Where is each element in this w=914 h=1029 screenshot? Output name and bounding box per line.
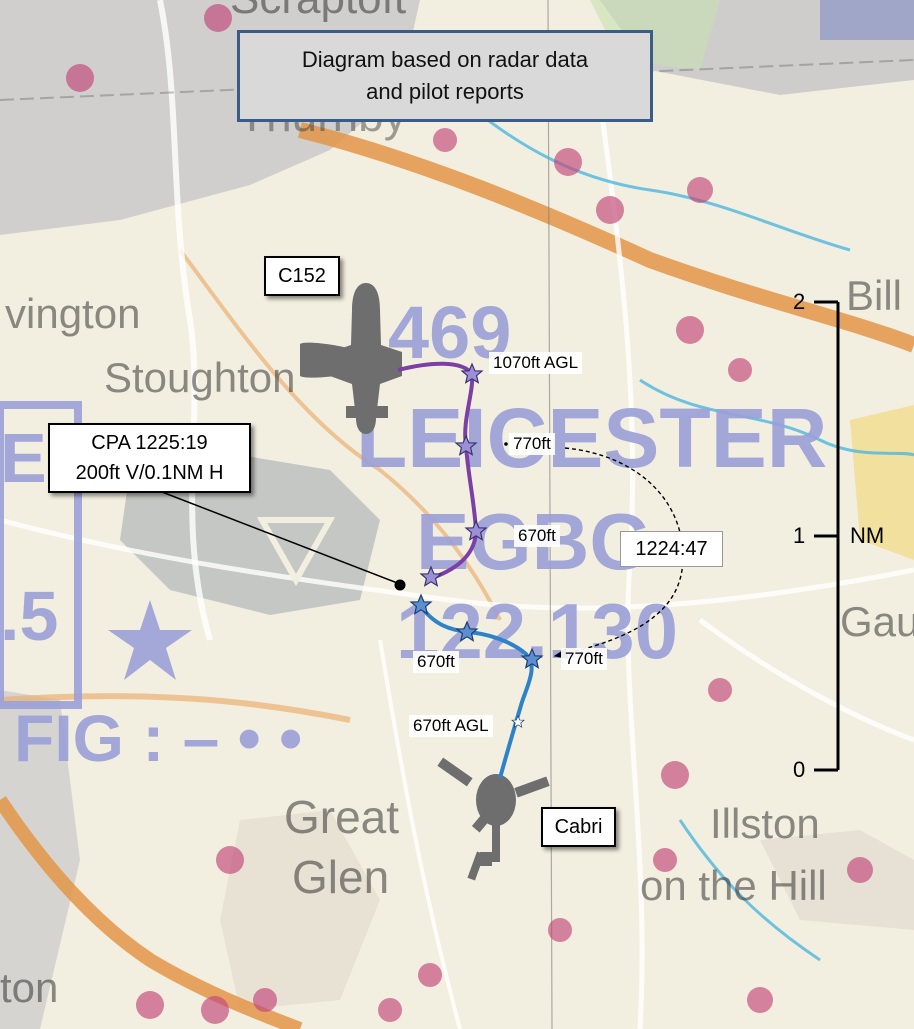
time-arc-path — [553, 447, 684, 659]
diagram-title-line1: Diagram based on radar data — [301, 47, 589, 72]
scale-label-bottom: 0 — [793, 757, 806, 782]
c152-point-star-icon — [460, 362, 484, 384]
scale-bar — [814, 300, 840, 772]
cabri-label: Cabri — [541, 807, 616, 847]
c152-track-path — [397, 361, 479, 580]
cabri-helicopter-icon — [437, 757, 550, 881]
cpa-time: CPA 1225:19 — [91, 432, 208, 454]
cpa-separation: 200ft V/0.1NM H — [75, 462, 224, 484]
cpa-leader-line — [161, 491, 401, 585]
c152-altitude-label: 1070ft AGL — [489, 352, 583, 374]
cabri-altitude-label: 670ft — [413, 651, 459, 673]
cabri-point-star-icon — [409, 593, 433, 615]
diagram-title-box: Diagram based on radar data and pilot re… — [237, 30, 653, 122]
c152-altitude-label: 670ft — [514, 525, 560, 547]
cpa-label: CPA 1225:19 200ft V/0.1NM H — [48, 423, 251, 493]
cabri-point-star-icon — [520, 647, 544, 669]
cabri-point-star-icon — [511, 715, 525, 728]
c152-point-star-icon — [464, 519, 488, 541]
c152-point-star-icon — [454, 434, 478, 456]
diagram-title-line2: and pilot reports — [366, 79, 524, 104]
c152-altitude-label: 770ft — [509, 433, 555, 455]
c152-point-star-icon — [419, 565, 443, 587]
cabri-track-path — [418, 603, 534, 779]
scale-label-middle: 1 — [793, 523, 806, 548]
c152-label: C152 — [264, 256, 340, 296]
scale-label-top: 2 — [793, 289, 806, 314]
time-label: 1224:47 — [620, 531, 723, 567]
cabri-altitude-label: 670ft AGL — [409, 715, 493, 737]
arc-start-dot-icon — [504, 442, 508, 446]
cabri-altitude-label: 770ft — [561, 648, 607, 670]
c152-aircraft-icon — [300, 283, 402, 434]
cabri-point-star-icon — [455, 620, 479, 642]
cpa-dot-icon — [394, 579, 406, 591]
scale-unit-label: NM — [850, 523, 885, 548]
